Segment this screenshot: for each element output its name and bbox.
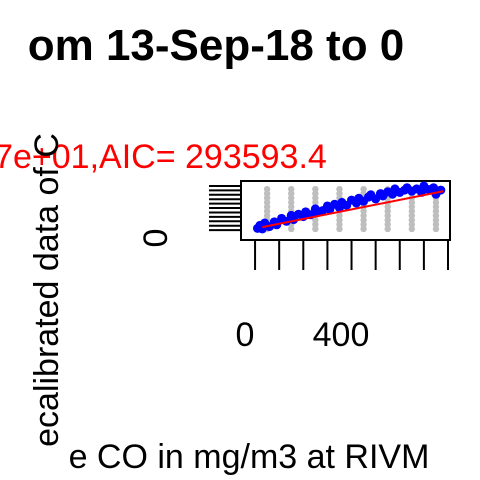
- background-point: [288, 185, 295, 193]
- background-point: [384, 225, 391, 233]
- background-point: [312, 194, 319, 202]
- background-point: [432, 225, 440, 233]
- background-point: [263, 212, 271, 219]
- background-point: [336, 221, 343, 228]
- fit-line: [262, 190, 444, 229]
- background-point: [263, 203, 271, 211]
- background-point: [408, 225, 416, 233]
- background-point: [336, 225, 343, 233]
- background-point: [336, 216, 343, 224]
- background-point: [263, 199, 271, 206]
- background-point: [432, 216, 440, 224]
- background-point: [312, 216, 319, 224]
- background-point: [384, 216, 391, 224]
- background-point: [384, 221, 391, 228]
- background-point: [432, 199, 440, 206]
- background-point: [432, 221, 440, 228]
- measurement-points: [252, 181, 446, 234]
- chart-subtitle: 37e+01,AIC= 293593.4: [0, 138, 327, 176]
- background-point: [312, 190, 319, 197]
- background-point: [360, 185, 367, 193]
- background-point: [288, 225, 295, 233]
- y-axis-label: ecalibrated data of C: [28, 133, 66, 447]
- background-point: [360, 221, 367, 228]
- background-point: [408, 199, 416, 206]
- background-point: [263, 185, 271, 193]
- background-point: [263, 194, 271, 202]
- background-point: [263, 208, 271, 215]
- background-point: [336, 190, 343, 197]
- background-point: [312, 185, 319, 193]
- background-point: [288, 190, 295, 197]
- x-tick-label-0: 0: [236, 316, 255, 354]
- background-point: [432, 208, 440, 215]
- background-point: [312, 199, 319, 206]
- background-point: [384, 212, 391, 219]
- background-point: [408, 216, 416, 224]
- background-point: [432, 212, 440, 219]
- background-point: [360, 208, 367, 215]
- background-point: [408, 208, 416, 215]
- background-point: [288, 194, 295, 202]
- background-point: [432, 203, 440, 211]
- background-point: [360, 212, 367, 219]
- background-point: [263, 190, 271, 197]
- background-point: [336, 185, 343, 193]
- x-axis-label: e CO in mg/m3 at RIVM: [69, 438, 430, 476]
- y-axis-ticks: [209, 184, 241, 232]
- background-point: [360, 216, 367, 224]
- background-point: [408, 212, 416, 219]
- plot-frame: [240, 180, 451, 241]
- background-point: [312, 225, 319, 233]
- background-point: [336, 212, 343, 219]
- background-point: [408, 221, 416, 228]
- chart-title: om 13-Sep-18 to 0: [28, 21, 405, 70]
- background-point: [312, 221, 319, 228]
- background-point: [360, 225, 367, 233]
- background-point: [384, 208, 391, 215]
- background-point: [384, 203, 391, 211]
- background-point: [288, 203, 295, 211]
- background-point: [408, 203, 416, 211]
- x-axis-ticks: [254, 240, 449, 270]
- y-tick-label-0: 0: [137, 229, 175, 248]
- x-tick-label-400: 400: [313, 316, 370, 354]
- background-point: [288, 199, 295, 206]
